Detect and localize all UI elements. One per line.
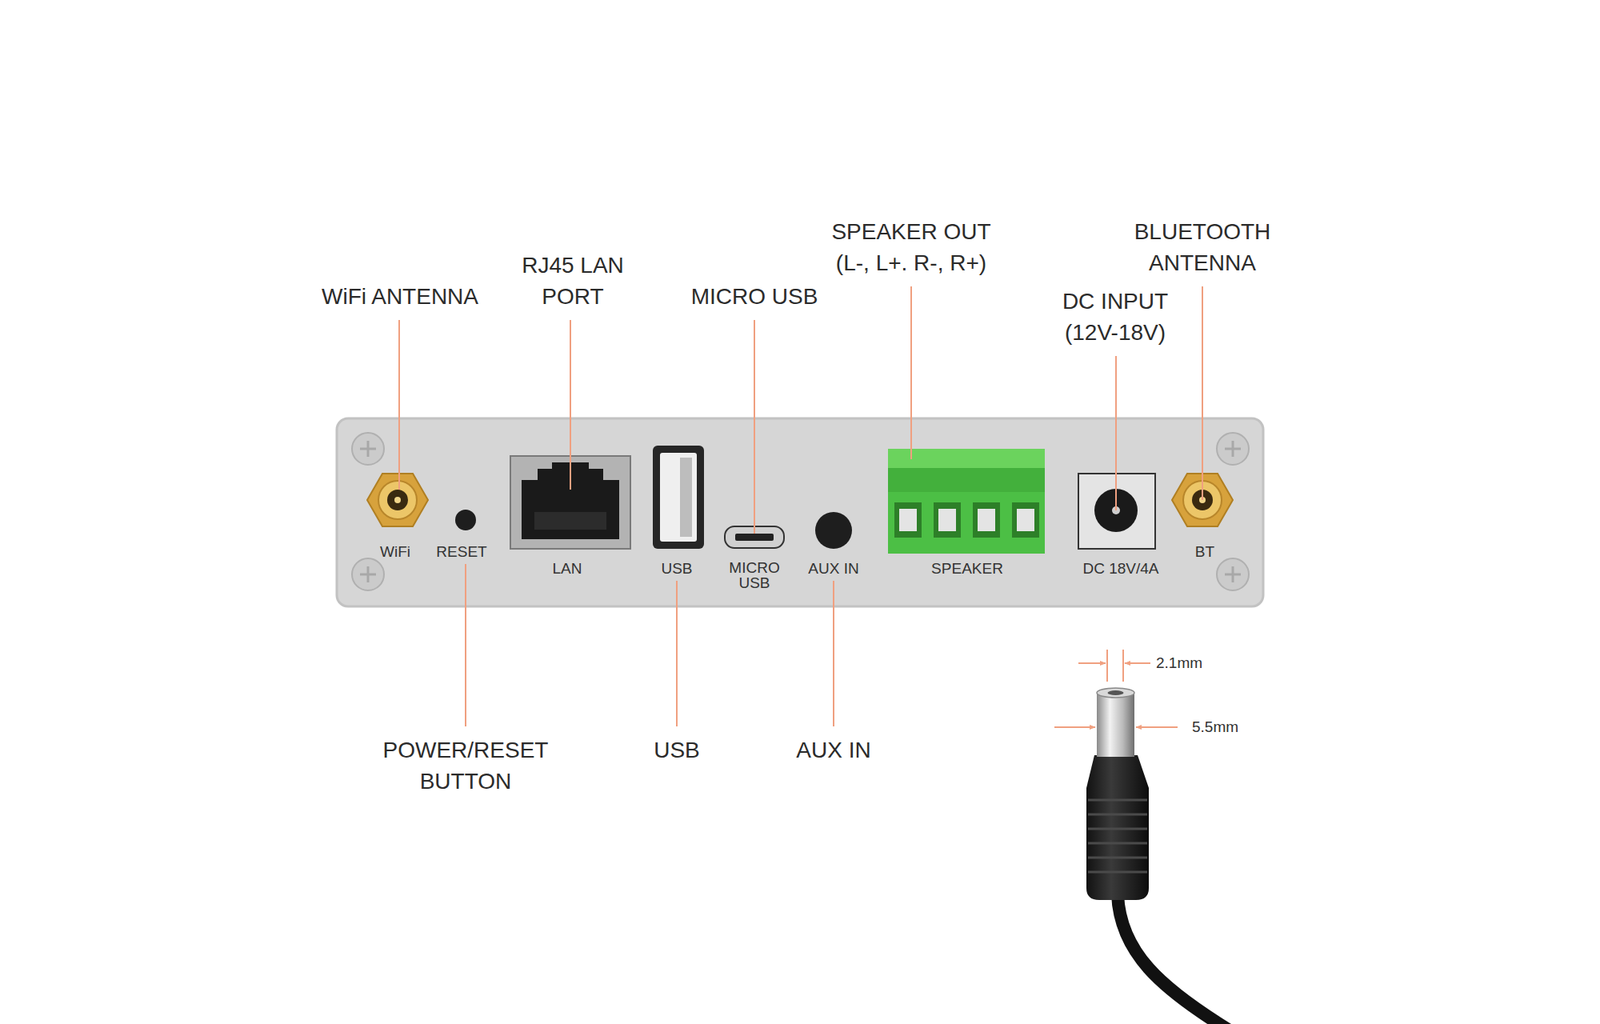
callout-label: AUX IN [796, 734, 871, 766]
port-label: RESET [436, 544, 487, 560]
callout-label: MICRO USB [691, 280, 819, 312]
port-label: MICRO USB [724, 560, 785, 591]
callout-label: POWER/RESET BUTTON [369, 734, 562, 797]
reset-button [455, 509, 476, 531]
callout-label: SPEAKER OUT (L-, L+. R-, R+) [815, 216, 1008, 279]
port-label: AUX IN [808, 560, 859, 576]
leader-lines [399, 286, 1203, 727]
speaker-terminal [888, 448, 1045, 554]
usb-port [652, 445, 704, 549]
port-label: USB [660, 560, 692, 576]
port-label: SPEAKER [931, 560, 1004, 576]
rear-panel: WiFi RESET LAN USB MICRO USB AUX IN SPEAKER DC … [336, 418, 1264, 607]
aux-jack [815, 512, 852, 549]
callout-label: DC INPUT (12V-18V) [1045, 285, 1186, 348]
dimension-label: 2.1mm [1156, 654, 1203, 673]
dimension-label: 5.5mm [1192, 718, 1239, 737]
wifi-connector [367, 473, 428, 527]
callout-label: RJ45 LAN PORT [508, 249, 637, 312]
port-label: BT [1195, 544, 1215, 560]
port-label: WiFi [380, 544, 411, 560]
screws [352, 432, 1249, 591]
dc-plug [1086, 688, 1232, 1024]
port-label: DC 18V/4A [1082, 560, 1159, 576]
callout-label: USB [653, 734, 700, 766]
callout-label: BLUETOOTH ANTENNA [1114, 216, 1291, 279]
screw-slots [360, 440, 1241, 583]
rear-panel-shape [336, 418, 1264, 607]
port-label: LAN [552, 560, 583, 576]
callout-label: WiFi ANTENNA [321, 280, 479, 312]
